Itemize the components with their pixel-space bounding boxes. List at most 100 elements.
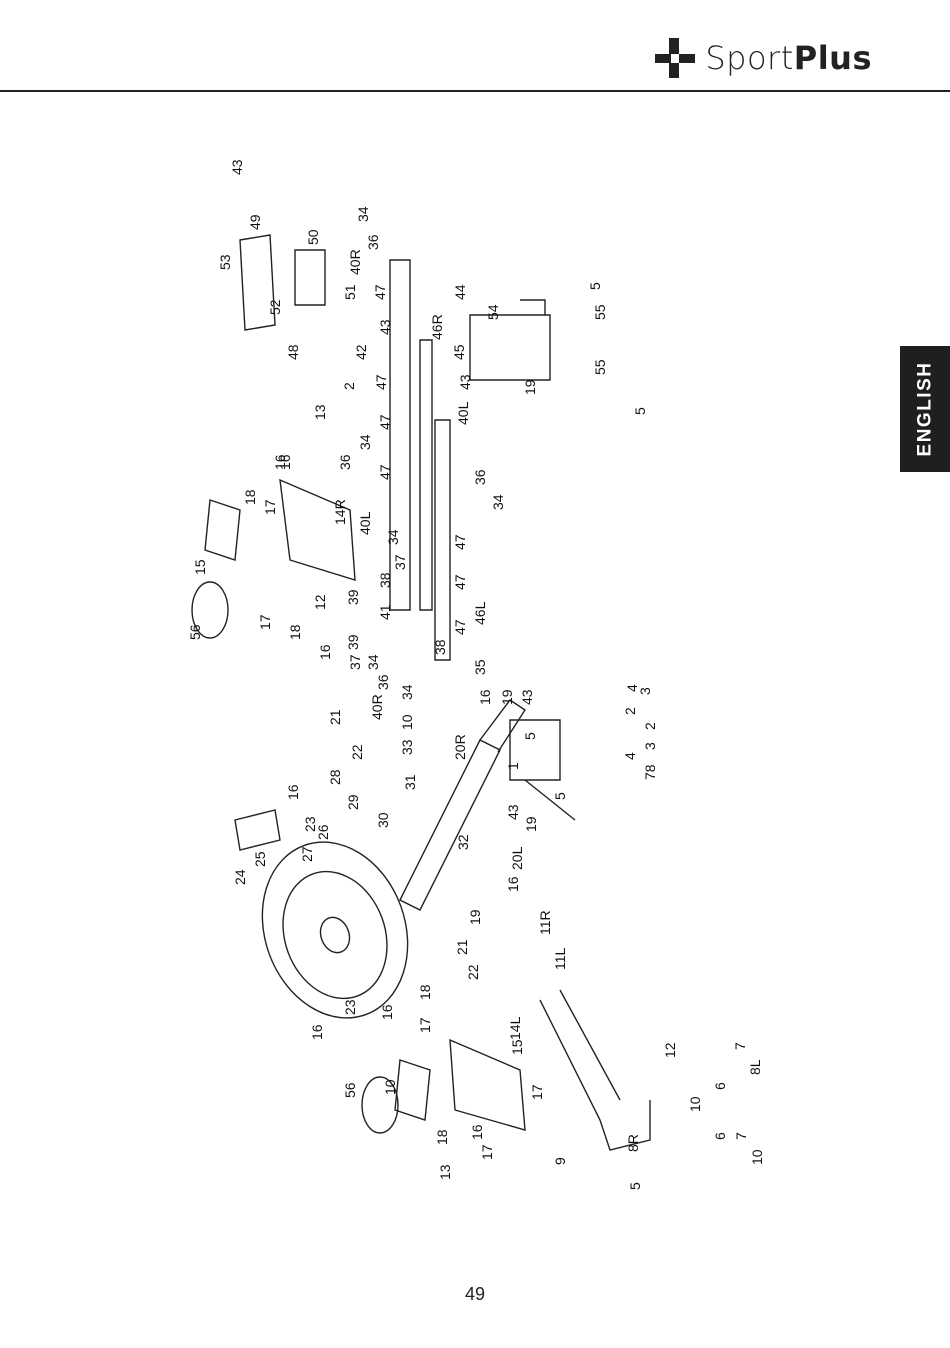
exploded-parts-diagram: 43 49 50 34 36 40R 53 51 52 47 44 46R 48… — [187, 159, 765, 1190]
part-label: 16 — [309, 1024, 325, 1040]
part-label: 16 — [379, 1004, 395, 1020]
plus-logo-icon — [655, 38, 696, 78]
rail-46L — [434, 419, 451, 661]
part-label: 49 — [247, 214, 263, 230]
part-label: 43 — [377, 319, 393, 335]
sportplus-logo: SportPlus — [653, 36, 872, 80]
part-label: 10 — [382, 1079, 398, 1095]
part-label: 48 — [285, 344, 301, 360]
part-label: 29 — [345, 794, 361, 810]
part-label: 2 — [642, 722, 658, 730]
pedal-arm-14R — [279, 478, 356, 581]
part-label: 12 — [312, 594, 328, 610]
cover-56-upper — [191, 581, 229, 639]
language-tab: ENGLISH — [900, 346, 950, 472]
part-label: 11L — [552, 947, 568, 970]
part-label: 34 — [365, 654, 381, 670]
part-label: 15 — [509, 1039, 525, 1055]
seat-53 — [239, 234, 276, 331]
part-label: 7 — [733, 1132, 749, 1140]
part-label: 8R — [625, 1134, 641, 1152]
part-label: 9 — [552, 1157, 568, 1165]
part-label: 37 — [392, 554, 408, 570]
part-label: 56 — [342, 1082, 358, 1098]
page-number: 49 — [464, 1284, 486, 1304]
part-label: 36 — [337, 454, 353, 470]
part-label: 47 — [452, 574, 468, 590]
part-label: 11R — [537, 910, 553, 935]
main-frame — [399, 739, 501, 911]
front-stabilizer — [509, 719, 561, 781]
part-label: 17 — [529, 1084, 545, 1100]
part-label: 15 — [192, 559, 208, 575]
part-label: 16 — [272, 454, 288, 470]
part-label: 21 — [327, 709, 343, 725]
part-label: 53 — [217, 254, 233, 270]
rear-stabilizer — [469, 314, 551, 381]
part-label: 19 — [522, 379, 538, 395]
part-label: 14L — [507, 1016, 523, 1040]
part-label: 52 — [267, 299, 283, 315]
brand-name: SportPlus — [705, 39, 872, 77]
part-label: 13 — [437, 1164, 453, 1180]
part-label: 18 — [417, 984, 433, 1000]
flywheel-housing — [261, 841, 409, 1019]
part-label: 33 — [399, 739, 415, 755]
part-label: 43 — [519, 689, 535, 705]
part-label: 16 — [277, 454, 293, 470]
part-label: 13 — [312, 404, 328, 420]
part-label: 42 — [353, 344, 369, 360]
part-label: 43 — [457, 374, 473, 390]
pedal-15-upper — [204, 499, 241, 561]
part-label: 34 — [399, 684, 415, 700]
part-label: 31 — [402, 774, 418, 790]
brand-name-light: Sport — [705, 39, 794, 77]
part-label: 6 — [712, 1132, 728, 1140]
part-label: 1 — [505, 762, 521, 770]
part-label: 16 — [285, 784, 301, 800]
part-label: 5 — [632, 407, 648, 415]
part-label: 50 — [305, 229, 321, 245]
part-label: 22 — [465, 964, 481, 980]
part-label: 55 — [592, 304, 608, 320]
part-label: 78 — [642, 764, 658, 780]
part-label: 27 — [299, 846, 315, 862]
cover-56-lower — [361, 1076, 399, 1134]
part-label: 55 — [592, 359, 608, 375]
part-label: 19 — [499, 689, 515, 705]
part-label: 45 — [451, 344, 467, 360]
part-label: 24 — [232, 869, 248, 885]
part-label: 26 — [315, 824, 331, 840]
part-label: 46L — [472, 601, 488, 625]
part-label: 44 — [452, 284, 468, 300]
part-label: 32 — [455, 834, 471, 850]
part-label: 47 — [452, 534, 468, 550]
part-label: 5 — [522, 732, 538, 740]
part-label: 25 — [252, 851, 268, 867]
handlebar-9 — [539, 999, 651, 1151]
part-label: 39 — [345, 589, 361, 605]
part-label: 23 — [342, 999, 358, 1015]
rail-45 — [419, 339, 433, 611]
part-label: 20L — [509, 846, 525, 870]
part-label: 5 — [627, 1182, 643, 1190]
part-label: 51 — [342, 284, 358, 300]
part-label: 47 — [372, 284, 388, 300]
part-label: 16 — [505, 876, 521, 892]
part-label: 14R — [332, 499, 348, 525]
part-label: 23 — [302, 816, 318, 832]
part-label: 12 — [662, 1042, 678, 1058]
part-label: 22 — [349, 744, 365, 760]
language-tab-label: ENGLISH — [914, 361, 936, 457]
part-label: 4 — [624, 684, 640, 692]
part-label: 47 — [377, 464, 393, 480]
console — [234, 809, 281, 851]
part-label: 18 — [242, 489, 258, 505]
part-label: 5 — [552, 792, 568, 800]
part-label: 16 — [469, 1124, 485, 1140]
part-label: 43 — [229, 159, 245, 175]
part-label: 7 — [732, 1042, 748, 1050]
part-label: 10 — [399, 714, 415, 730]
part-label: 20R — [452, 734, 468, 760]
part-label: 37 — [347, 654, 363, 670]
